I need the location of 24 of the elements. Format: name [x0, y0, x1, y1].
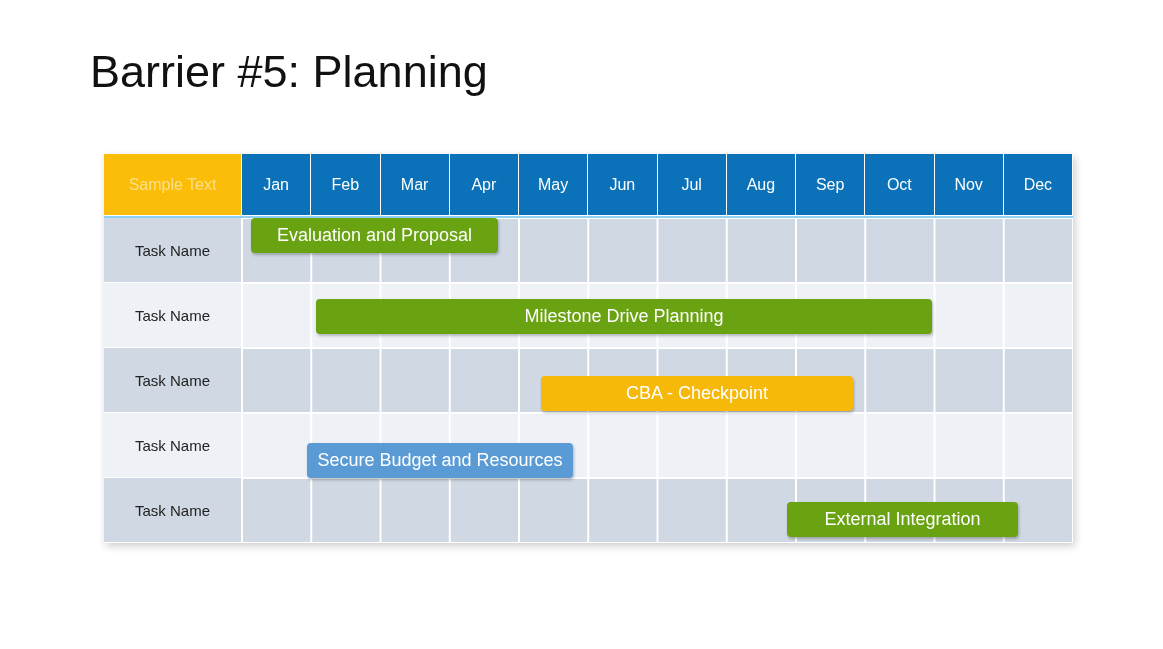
task-bar: Secure Budget and Resources	[307, 443, 573, 478]
header-cell: Sample Text	[104, 154, 241, 215]
month-header: Aug	[726, 154, 795, 215]
task-name-cell: Task Name	[104, 283, 241, 347]
task-bar: CBA - Checkpoint	[541, 376, 853, 411]
month-header: Apr	[449, 154, 518, 215]
month-header: Nov	[934, 154, 1003, 215]
month-header: Oct	[865, 154, 934, 215]
month-header: Jul	[657, 154, 726, 215]
task-name-cell: Task Name	[104, 478, 241, 542]
month-header: Dec	[1003, 154, 1072, 215]
slide-title: Barrier #5: Planning	[90, 46, 488, 98]
task-name-cell: Task Name	[104, 348, 241, 412]
task-bar: Evaluation and Proposal	[251, 218, 498, 253]
task-bar: External Integration	[787, 502, 1018, 537]
month-header: May	[519, 154, 588, 215]
month-header: Jun	[588, 154, 657, 215]
month-header: Sep	[796, 154, 865, 215]
task-bar: Milestone Drive Planning	[316, 299, 932, 334]
month-header: Mar	[380, 154, 449, 215]
month-header: Feb	[311, 154, 380, 215]
task-name-cell: Task Name	[104, 218, 241, 282]
month-header: Jan	[242, 154, 311, 215]
task-name-cell: Task Name	[104, 413, 241, 477]
